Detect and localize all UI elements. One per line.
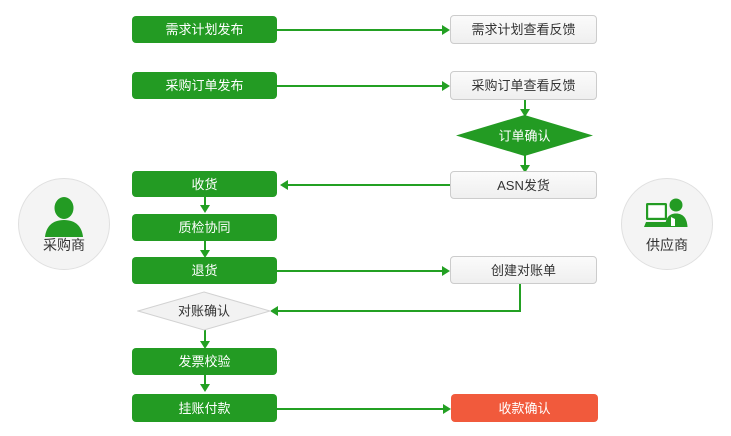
- edge-confirm-to-invoice: [204, 330, 206, 344]
- edge-po-publish: [277, 85, 443, 87]
- node-po-feedback[interactable]: 采购订单查看反馈: [450, 71, 597, 100]
- arrowhead-invoice-to-payment: [200, 384, 210, 392]
- actor-supplier-label: 供应商: [646, 236, 688, 253]
- edge-invoice-to-payment: [204, 375, 206, 387]
- arrowhead-return-to-statement: [442, 266, 450, 276]
- arrowhead-payment-to-receipt: [443, 404, 451, 414]
- node-create-statement[interactable]: 创建对账单: [450, 256, 597, 284]
- node-receipt-confirm[interactable]: 收款确认: [451, 394, 598, 422]
- edge-po-to-confirm: [524, 100, 526, 114]
- arrowhead-confirm-to-asn: [520, 165, 530, 173]
- node-receive-goods[interactable]: 收货: [132, 171, 277, 197]
- edge-statement-elbow-vertical: [519, 284, 521, 312]
- actor-buyer: 采购商: [18, 178, 110, 270]
- node-statement-confirm[interactable]: 对账确认: [137, 291, 271, 331]
- node-return-goods[interactable]: 退货: [132, 257, 277, 284]
- arrowhead-qc-to-return: [200, 250, 210, 258]
- edge-return-to-statement: [277, 270, 443, 272]
- arrowhead-po-publish: [442, 81, 450, 91]
- edge-qc-to-return: [204, 241, 206, 253]
- node-payable-payment[interactable]: 挂账付款: [132, 394, 277, 422]
- node-quality-check[interactable]: 质检协同: [132, 214, 277, 241]
- edge-asn-to-receive: [288, 184, 451, 186]
- arrowhead-asn-to-receive: [280, 180, 288, 190]
- node-order-confirm[interactable]: 订单确认: [456, 115, 593, 156]
- edge-receive-to-qc: [204, 195, 206, 207]
- arrowhead-demand-plan: [442, 25, 450, 35]
- node-demand-plan-publish[interactable]: 需求计划发布: [132, 16, 277, 43]
- node-po-publish[interactable]: 采购订单发布: [132, 72, 277, 99]
- edge-confirm-to-asn: [524, 155, 526, 170]
- arrowhead-statement-to-confirm: [270, 306, 278, 316]
- actor-buyer-label: 采购商: [43, 236, 85, 253]
- arrowhead-receive-to-qc: [200, 205, 210, 213]
- arrowhead-po-to-confirm: [520, 109, 530, 117]
- edge-demand-plan: [277, 29, 443, 31]
- arrowhead-confirm-to-invoice: [200, 341, 210, 349]
- edge-statement-elbow-horizontal: [278, 310, 521, 312]
- node-demand-plan-feedback[interactable]: 需求计划查看反馈: [450, 15, 597, 44]
- node-asn-ship[interactable]: ASN发货: [450, 171, 597, 199]
- node-invoice-verify[interactable]: 发票校验: [132, 348, 277, 375]
- person-icon: [45, 196, 83, 237]
- actor-supplier: 供应商: [621, 178, 713, 270]
- edge-payment-to-receipt: [277, 408, 444, 410]
- person-at-computer-icon: [644, 198, 688, 227]
